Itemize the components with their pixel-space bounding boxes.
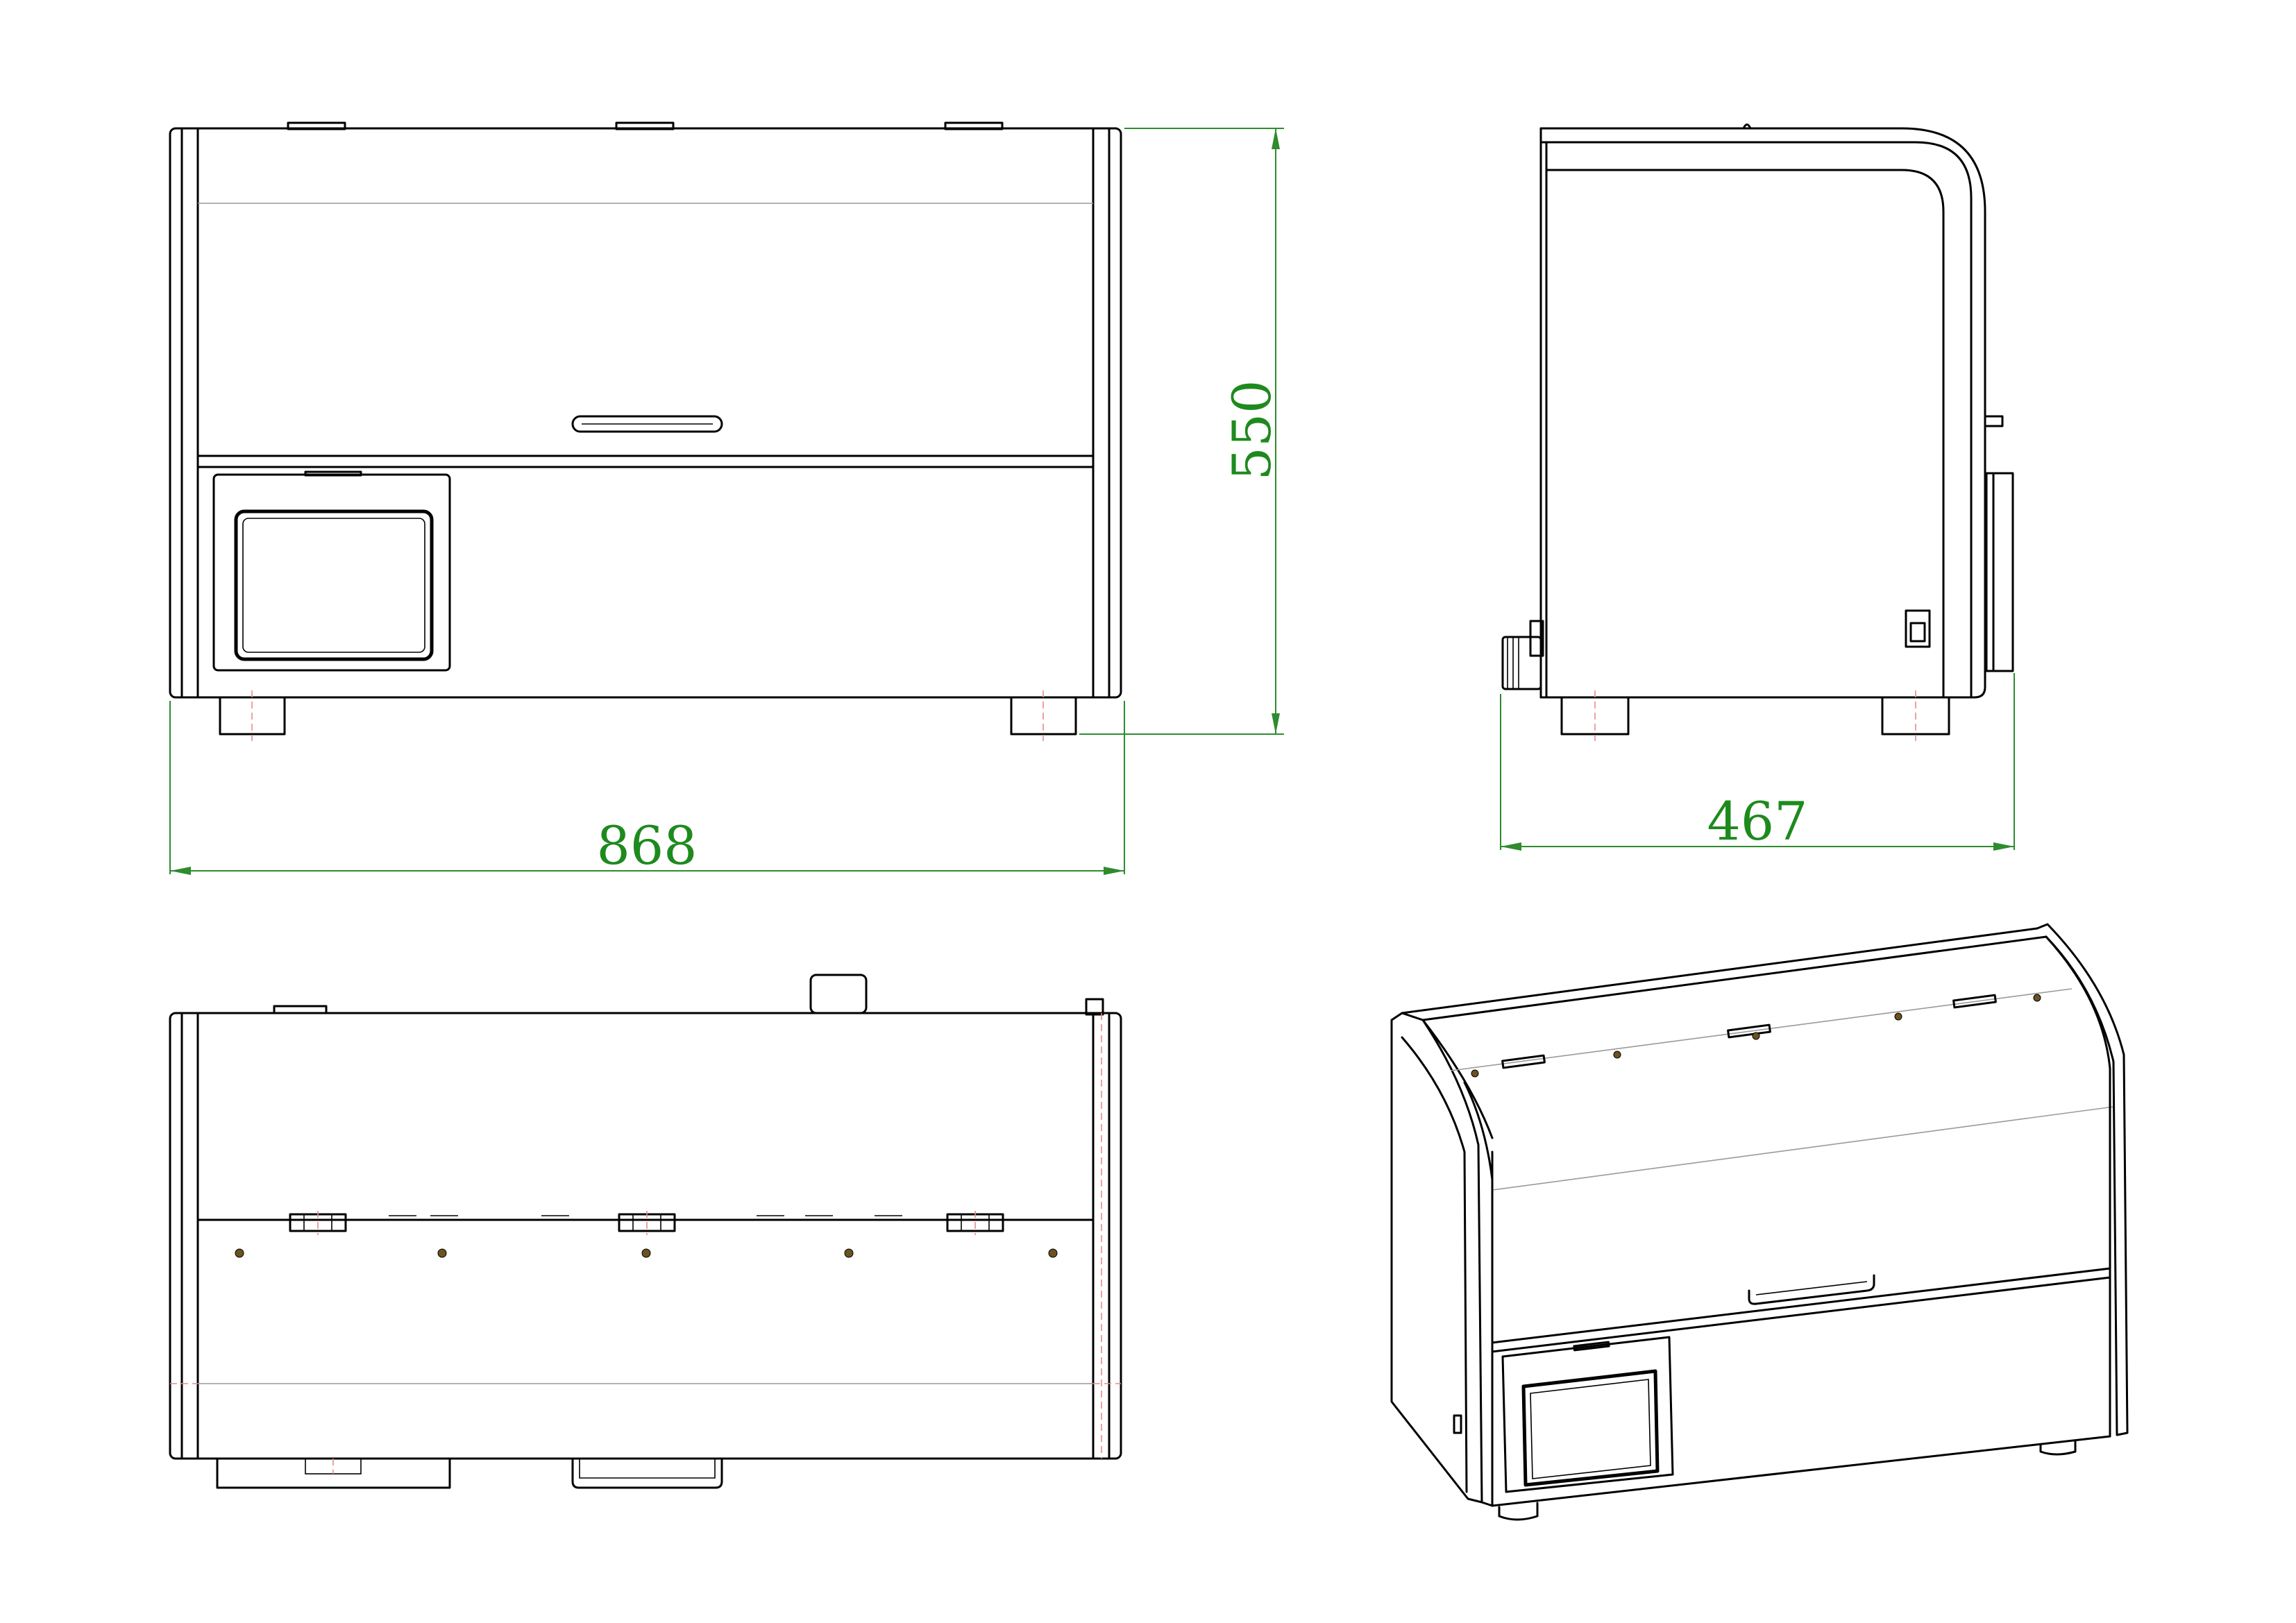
width-dimension: 868 (169, 701, 1125, 876)
top-view (169, 974, 1122, 1489)
front-view (169, 121, 1122, 741)
isometric-view (1390, 923, 2129, 1521)
width-dimension-label: 868 (596, 815, 697, 876)
depth-dimension-label: 467 (1707, 790, 1807, 852)
height-dimension: 550 (1079, 128, 1284, 735)
side-view (1501, 124, 2014, 741)
height-dimension-label: 550 (1221, 380, 1283, 480)
depth-dimension: 467 (1500, 673, 2015, 852)
